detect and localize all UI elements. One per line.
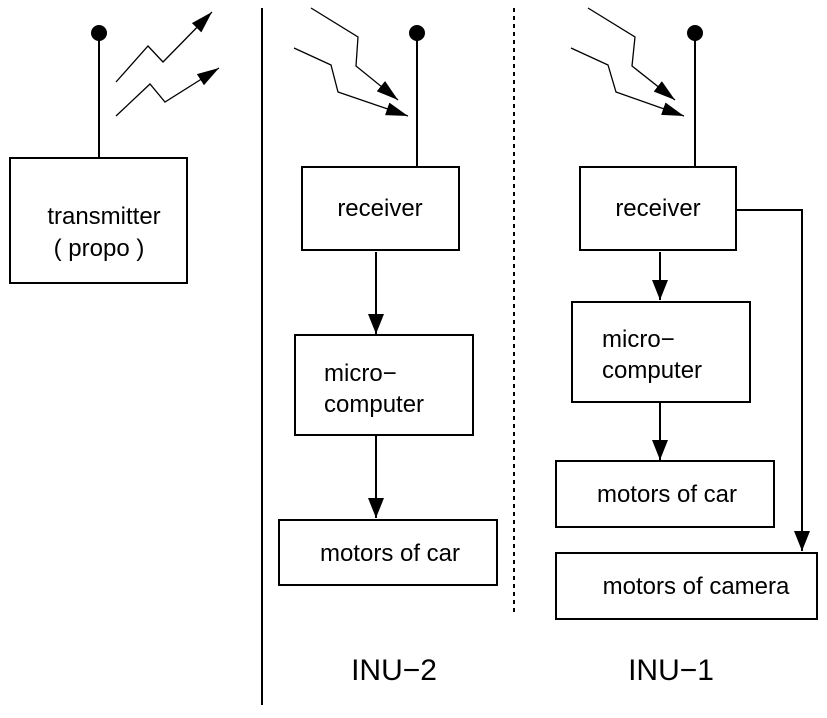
inu1-camera-arrow-icon <box>737 209 810 551</box>
transmitter-signal-icon <box>115 11 220 117</box>
inu1-motors-camera-label: motors of camera <box>603 573 790 600</box>
inu1-micro-label: micro− <box>602 326 675 353</box>
transmitter-antenna-icon <box>91 25 107 158</box>
inu2-incoming-signal-icon <box>293 7 409 117</box>
inu1-motors-car-label: motors of car <box>597 481 737 508</box>
transmitter-box <box>9 157 188 284</box>
inu2-motors-car-label: motors of car <box>320 540 460 567</box>
inu2-antenna-icon <box>409 25 425 167</box>
transmitter-section: transmitter ( propo ) <box>9 11 220 284</box>
inu2-computer-label: computer <box>324 391 424 418</box>
inu1-receiver-label: receiver <box>615 195 700 222</box>
transmitter-sublabel: ( propo ) <box>54 235 145 262</box>
inu1-computer-label: computer <box>602 357 702 384</box>
transmitter-label: transmitter <box>47 203 160 230</box>
inu2-receiver-box <box>301 166 460 251</box>
inu2-micro-label: micro− <box>324 360 397 387</box>
inu1-receiver-box <box>579 166 737 251</box>
inu2-section: receiver micro− computer motors of car I… <box>278 7 498 687</box>
inu2-title: INU−2 <box>351 654 437 687</box>
inu2-motors-car-box <box>278 519 498 586</box>
inu1-motors-car-box <box>555 460 775 528</box>
inu2-microcomputer-box <box>294 334 474 436</box>
inu1-section: receiver micro− computer motors of car m… <box>555 7 818 687</box>
inu2-receiver-label: receiver <box>337 195 422 222</box>
inu1-antenna-icon <box>687 25 703 167</box>
inu1-title: INU−1 <box>628 654 714 687</box>
inu1-incoming-signal-icon <box>570 7 685 117</box>
inu1-motors-camera-box <box>555 552 818 620</box>
inu1-microcomputer-box <box>571 301 751 403</box>
